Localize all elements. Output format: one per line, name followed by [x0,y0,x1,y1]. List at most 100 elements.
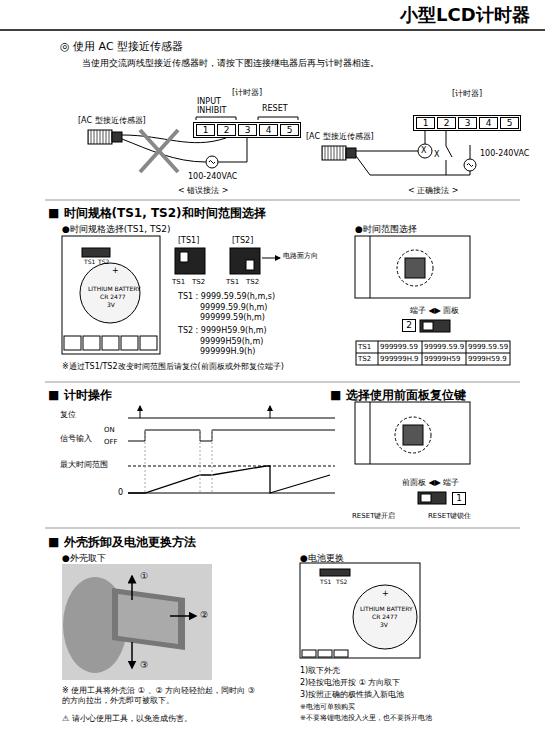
terminal-number: 1 [203,125,209,136]
section-rule [45,200,520,201]
label-text: 前面板 ◀▶ 端子 [402,478,459,488]
label-text: 100-240VAC [188,172,237,182]
device-heading: [计时器] [194,87,300,98]
label-text: ◎ 使用 AC 型接近传感器 [60,40,183,53]
wrong-wiring [218,138,247,162]
timing-chart [128,406,335,493]
label-text: OFF [104,438,118,446]
label-text: ※通过TS1/TS2改变时间范围后请复位(前面板或外部复位端子) [62,362,284,372]
label-text: TS2 [246,278,259,286]
timer-side-view [356,341,510,365]
title-rule [0,29,545,31]
label-text: 信号输入 [60,434,92,444]
label-text: 99999H59(h,m) [200,337,263,347]
pcb-board [82,248,110,257]
timer-side-view [420,320,450,332]
terminal-number: 3 [465,118,471,129]
terminal-box: 2 [437,117,456,129]
terminal-box: 1 [452,492,466,505]
label-text: ② [200,610,208,621]
label-text: ●电池更换 [300,553,344,564]
label-text: TS2 [98,258,109,265]
label-text: CR 2477 [372,613,398,620]
pcb-board [62,236,160,354]
battery-board [318,650,332,657]
label-text: 复位 [60,410,76,420]
title-rule [0,30,545,31]
wrong-wiring [258,117,298,120]
label-text: 3)按照正确的极性插入新电池 [300,690,404,700]
timing-chart [145,430,212,493]
label-text: + [112,266,119,276]
case-removal-photo [112,588,185,650]
label-text: 0 [118,488,123,498]
label-text: < 正确接法 > [408,186,459,196]
timer-side-view [356,353,510,354]
correct-wiring [356,156,470,175]
label-text: TS1 [226,278,239,286]
table-cell: 9999.59.59 [468,343,508,351]
terminal-strip: [计时器]12345 [413,115,521,131]
terminal-number: 4 [266,125,272,136]
terminal-number: 5 [287,125,293,136]
case-removal-photo [62,564,212,680]
table-cell: 999999.59 [380,343,418,351]
ts-switch [180,252,188,262]
terminal-box: 5 [500,117,519,129]
timer-side-view [355,236,470,298]
label-text: RESET [262,104,288,114]
timer-side-view [397,250,433,286]
wrong-wiring [140,130,178,172]
label-text: 最大时间范围 [60,460,108,470]
terminal-box: 3 [238,124,257,136]
timing-chart [128,466,335,467]
ts-switch [246,260,254,270]
label-text: ⚠ 请小心使用工具，以免造成伤害。 [62,714,192,724]
timing-chart [128,430,335,441]
front-panel-view [395,417,431,453]
case-removal-photo [170,615,196,617]
case-removal-photo [131,642,133,668]
label-text: CR 2477 [100,293,126,300]
terminal-strip: [计时器]12345 [193,122,301,138]
label-text: [TS1] [178,236,199,246]
pcb-board [102,336,119,350]
label-text: 3V [380,621,388,628]
section-rule [45,200,520,528]
case-removal-photo [118,594,178,644]
ts-switch [230,248,260,274]
timing-chart [270,406,271,418]
battery-board [353,585,417,649]
label-text: TS1 [172,278,185,286]
terminal-box: 4 [479,117,498,129]
label-text: ■ 外壳拆卸及电池更换方法 [48,535,196,549]
wrong-wiring [196,117,236,120]
pcb-board [121,336,138,350]
timer-side-view [378,341,379,365]
label-text: 999999H.9(h) [200,347,255,357]
timing-chart [128,493,335,494]
pcb-board [80,263,140,323]
label-text: TS1 [84,258,95,265]
label-text: [TS2] [232,236,253,246]
terminal-box: 5 [280,124,299,136]
terminal-number: 1 [456,493,462,504]
wrong-wiring [209,161,215,164]
label-text: INPUT [197,97,221,107]
label-text: 100-240VAC [480,149,529,159]
pcb-board [140,336,157,350]
terminal-box: 1 [416,117,435,129]
timer-side-view [422,341,423,365]
label-text: RESET键锁住 [428,512,471,520]
front-panel-view [421,494,431,502]
table-cell: 999999H.9 [380,355,419,363]
label-text: 当使用交流两线型接近传感器时，请按下图连接继电器后再与计时器相连。 [82,58,379,69]
label-text: ■ 选择使用前面板复位键 [330,388,466,402]
label-text: 电路面方向 [283,252,318,260]
ts-switch [175,248,280,274]
battery-board [302,650,316,657]
label-text: 99999.59.9(h,m) [200,303,267,313]
label-text: ※ 使用工具将外壳沿 ① 、② 方向轻轻抬起，同时向 ③ 的方向拉出，外壳即可被… [62,686,262,705]
label-text: LITHIUM BATTERY [360,605,413,612]
table-cell: 99999.59.9 [424,343,464,351]
